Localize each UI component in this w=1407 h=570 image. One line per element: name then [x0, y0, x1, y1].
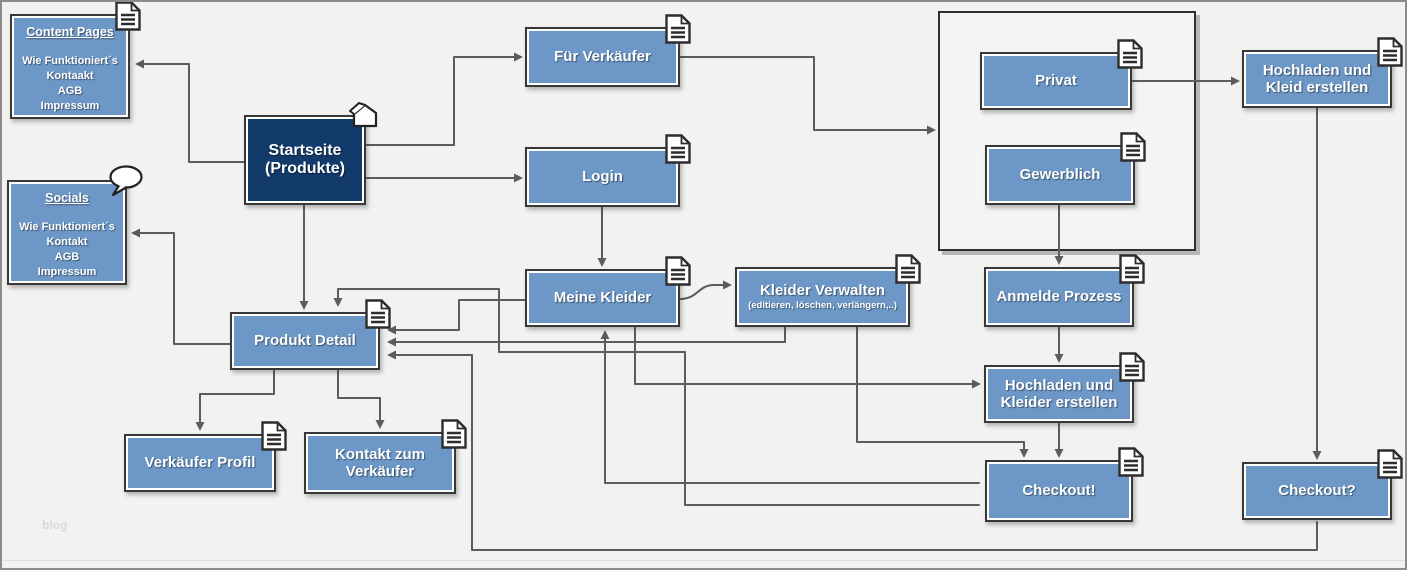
arrowheads — [131, 52, 1322, 460]
connector-produktdetail-kontakt — [337, 369, 381, 425]
connector-checkoutq-produktdetail-loop — [391, 354, 1318, 551]
node-checkout[interactable]: Checkout! — [985, 447, 1144, 522]
node-privat[interactable]: Privat — [980, 39, 1143, 110]
connector-produktdetail-socials — [134, 232, 231, 345]
connector-produktdetail-verkaeuferprofil — [199, 369, 275, 427]
account-type-group[interactable] — [938, 11, 1196, 251]
info-item: Kontaakt — [46, 70, 94, 83]
document-icon — [1377, 449, 1403, 479]
connector-checkout-meinekleider — [604, 334, 980, 484]
info-item: Wie Funktioniert´s — [19, 221, 115, 234]
node-label: Login — [582, 168, 623, 186]
node-startseite[interactable]: Startseite (Produkte) — [244, 102, 378, 205]
document-icon — [1117, 39, 1143, 69]
node-label: Gewerblich — [1019, 166, 1101, 184]
node-checkout-question[interactable]: Checkout? — [1242, 449, 1403, 520]
node-label: Verkäufer Profil — [144, 454, 256, 472]
document-icon — [665, 134, 691, 164]
document-icon — [1120, 132, 1146, 162]
document-icon — [1119, 352, 1145, 382]
blog-watermark: blog — [42, 518, 68, 532]
document-icon — [441, 419, 467, 449]
node-hochladen-kleid[interactable]: Hochladen und Kleid erstellen — [1242, 37, 1403, 108]
document-icon — [665, 256, 691, 286]
info-item: Impressum — [37, 265, 97, 278]
speech-bubble-icon — [109, 165, 143, 197]
node-label: Kontakt zum Verkäufer — [335, 445, 425, 480]
node-label: Für Verkäufer — [554, 48, 651, 66]
document-icon — [1119, 254, 1145, 284]
document-icon — [115, 2, 141, 31]
page-edge-line — [2, 560, 1405, 561]
info-item: Wie Funktioniert´s — [22, 55, 118, 68]
document-icon — [261, 421, 287, 451]
node-label: Kleider Verwalten — [759, 282, 886, 300]
node-label: Privat — [1035, 72, 1077, 90]
connector-startseite-contentpages — [138, 63, 245, 163]
node-meine-kleider[interactable]: Meine Kleider — [525, 256, 691, 327]
node-gewerblich[interactable]: Gewerblich — [985, 132, 1146, 205]
node-fuer-verkaeufer[interactable]: Für Verkäufer — [525, 14, 691, 87]
node-sublabel: (editieren, löschen, verlängern,..) — [748, 300, 897, 312]
info-item: Kontakt — [46, 236, 88, 249]
info-item: AGB — [54, 251, 80, 264]
node-kleider-verwalten[interactable]: Kleider Verwalten (editieren, löschen, v… — [735, 254, 921, 327]
connector-kleiderverwalten-produktdetail — [391, 326, 786, 343]
node-kontakt-verkaeufer[interactable]: Kontakt zum Verkäufer — [304, 419, 467, 494]
node-hochladen-kleider[interactable]: Hochladen und Kleider erstellen — [984, 352, 1145, 423]
connector-startseite-fuerverkaeufer — [365, 56, 519, 146]
connector-fuerverkaeufer-group — [679, 56, 932, 131]
node-login[interactable]: Login — [525, 134, 691, 207]
node-label: Produkt Detail — [254, 332, 356, 350]
home-icon — [349, 102, 378, 128]
node-label: Checkout? — [1278, 482, 1356, 500]
node-anmelde-prozess[interactable]: Anmelde Prozess — [984, 254, 1145, 327]
node-label: Hochladen und Kleid erstellen — [1262, 61, 1372, 96]
node-title: Content Pages — [26, 25, 114, 39]
document-icon — [1118, 447, 1144, 477]
document-icon — [895, 254, 921, 284]
document-icon — [365, 299, 391, 329]
connector-meinekleider-produktdetail — [391, 299, 526, 331]
node-label: Meine Kleider — [553, 289, 652, 307]
node-produkt-detail[interactable]: Produkt Detail — [230, 299, 391, 370]
node-label: Startseite (Produkte) — [265, 141, 345, 177]
info-item: AGB — [57, 85, 83, 98]
connector-meinekleider-kleiderverwalten — [679, 284, 728, 300]
document-icon — [1377, 37, 1403, 67]
node-label: Anmelde Prozess — [996, 288, 1122, 306]
node-verkaeufer-profil[interactable]: Verkäufer Profil — [124, 421, 287, 492]
node-title: Socials — [45, 191, 89, 205]
node-label: Checkout! — [1022, 482, 1096, 500]
document-icon — [665, 14, 691, 44]
node-content-pages[interactable]: Content Pages Wie Funktioniert´s Kontaak… — [10, 2, 141, 119]
info-item: Impressum — [40, 99, 100, 112]
connector-checkout-produktdetail-top — [337, 288, 980, 506]
node-label: Hochladen und Kleider erstellen — [1000, 376, 1118, 411]
node-socials[interactable]: Socials Wie Funktioniert´s Kontakt AGB I… — [7, 165, 143, 285]
connector-meinekleider-hochladenkleider — [634, 326, 977, 385]
